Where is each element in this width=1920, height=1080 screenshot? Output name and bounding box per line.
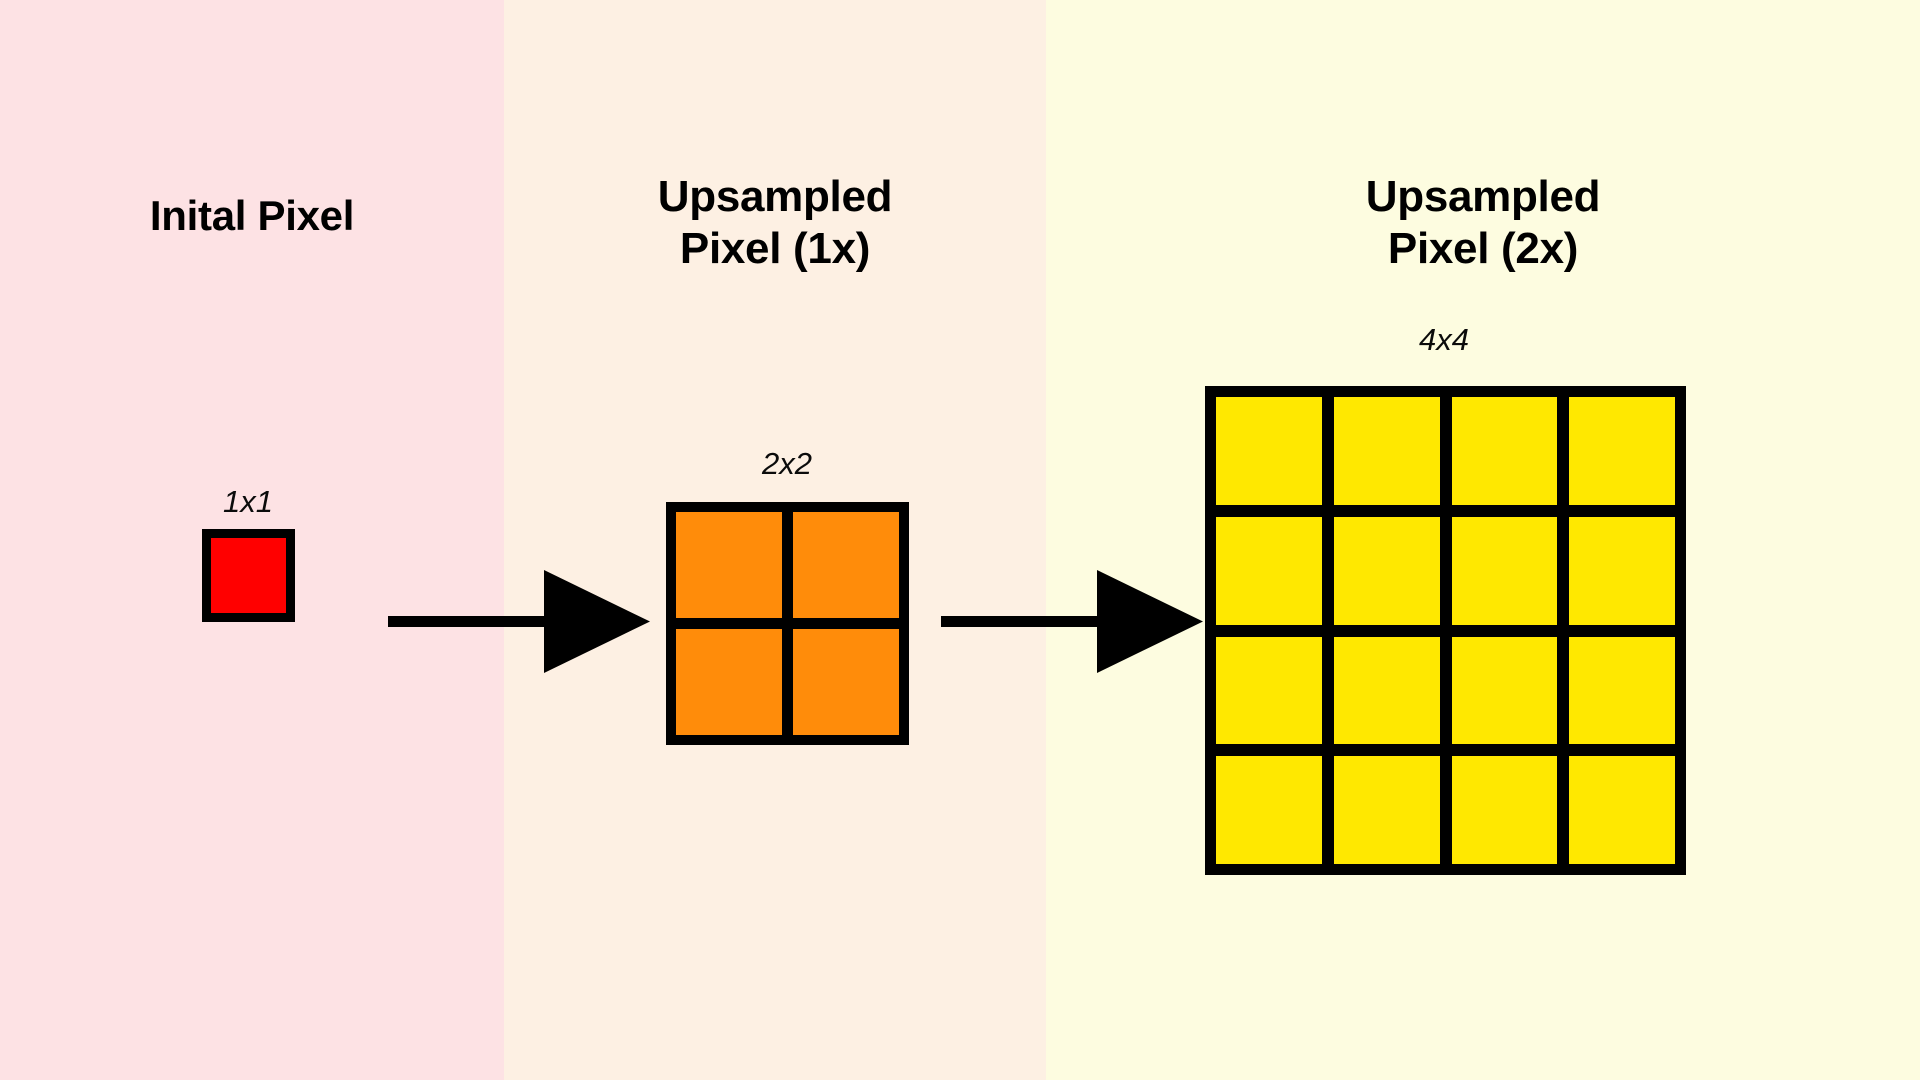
pixel-cell <box>676 629 782 735</box>
pixel-cell <box>211 538 286 613</box>
pixel-cell <box>1451 516 1558 625</box>
pixel-cell <box>1569 756 1675 864</box>
pixel-cell <box>793 512 899 618</box>
arrow-initial-to-upsampled-1x-icon <box>388 570 650 673</box>
size-caption-2x2: 2x2 <box>762 446 812 481</box>
pixel-cell <box>1216 636 1322 745</box>
pixel-cell <box>793 629 899 735</box>
pixel-cell <box>1216 756 1322 864</box>
size-caption-1x1: 1x1 <box>223 484 273 519</box>
pixel-cell <box>676 512 782 618</box>
pixel-cell <box>1451 756 1558 864</box>
pixel-cell <box>1569 397 1675 505</box>
pixel-cell <box>1333 516 1440 625</box>
pixel-cell <box>1216 397 1322 505</box>
pixel-cell <box>1333 636 1440 745</box>
size-caption-4x4: 4x4 <box>1419 322 1469 357</box>
pixel-cell <box>1451 397 1558 505</box>
column-upsampled-1x: Upsampled Pixel (1x) <box>504 0 1046 1080</box>
pixel-cell <box>1451 636 1558 745</box>
pixel-cell <box>1569 636 1675 745</box>
pixel-grid-1x1 <box>202 529 295 622</box>
pixel-cell <box>1333 756 1440 864</box>
column-initial-pixel: Inital Pixel <box>0 0 504 1080</box>
pixel-cell <box>1333 397 1440 505</box>
pixel-grid-2x2 <box>666 502 909 745</box>
pixel-cell <box>1216 516 1322 625</box>
pixel-grid-4x4 <box>1205 386 1686 875</box>
column-title-initial-pixel: Inital Pixel <box>149 192 355 239</box>
column-title-upsampled-1x: Upsampled Pixel (1x) <box>657 172 893 273</box>
column-title-upsampled-2x: Upsampled Pixel (2x) <box>1365 172 1601 273</box>
arrow-upsampled-1x-to-2x-icon <box>941 570 1203 673</box>
column-upsampled-2x: Upsampled Pixel (2x) <box>1046 0 1920 1080</box>
pixel-cell <box>1569 516 1675 625</box>
